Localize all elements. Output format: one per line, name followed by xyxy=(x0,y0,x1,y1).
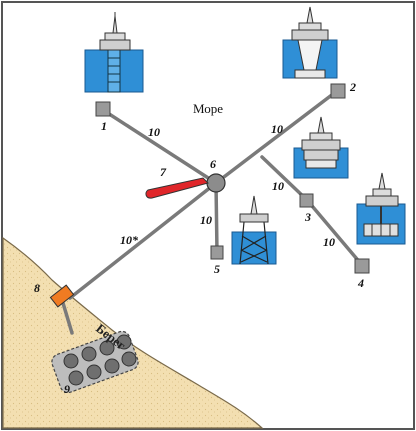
pipeline-label-6-8: 10* xyxy=(120,233,139,247)
gravity-platform-icon xyxy=(282,6,338,79)
pipeline-branch-3 xyxy=(260,155,309,202)
storage-tank xyxy=(68,370,84,386)
storage-tank xyxy=(121,351,137,367)
semi-submersible-platform-icon xyxy=(293,116,349,179)
node-label-3: 3 xyxy=(304,210,311,224)
node-label-9: 9 xyxy=(64,382,70,396)
pipeline-6-2 xyxy=(214,89,339,185)
pipeline-label-1-6: 10 xyxy=(148,125,160,139)
node-4 xyxy=(354,258,370,274)
pipeline-8-9 xyxy=(61,301,74,335)
node-1 xyxy=(95,101,111,117)
pipeline-6-8 xyxy=(68,181,218,300)
pipeline-label-6-2: 10 xyxy=(271,122,283,136)
sea-label: Море xyxy=(193,101,223,116)
jacket-platform-icon xyxy=(84,12,144,93)
pipeline-label-3-4: 10 xyxy=(323,235,335,249)
storage-tank xyxy=(104,358,120,374)
storage-tank xyxy=(116,334,132,350)
pipeline-label-branch-3: 10 xyxy=(272,179,284,193)
tanker-7 xyxy=(145,177,209,199)
node-label-5: 5 xyxy=(214,262,220,276)
pipeline-6-5 xyxy=(214,181,219,255)
node-label-6: 6 xyxy=(210,157,216,171)
tank-farm-9 xyxy=(51,330,139,394)
pipeline-label-6-5: 10 xyxy=(200,213,212,227)
storage-tank xyxy=(63,353,79,369)
node-label-2: 2 xyxy=(349,80,356,94)
node-label-4: 4 xyxy=(357,276,364,290)
storage-tank xyxy=(81,346,97,362)
node-5 xyxy=(210,245,224,260)
jack-up-platform-icon xyxy=(356,172,406,245)
node-label-1: 1 xyxy=(101,119,107,133)
pipeline-1-6 xyxy=(101,108,218,185)
node-2 xyxy=(330,83,346,99)
tension-leg-platform-icon xyxy=(231,195,277,265)
storage-tank xyxy=(99,340,115,356)
node-label-7: 7 xyxy=(160,165,167,179)
hub-node-6 xyxy=(206,173,226,193)
node-label-8: 8 xyxy=(34,281,40,295)
shore-terminal-8 xyxy=(49,284,75,308)
node-3 xyxy=(299,193,314,208)
pipeline-3-4 xyxy=(305,198,364,267)
storage-tank xyxy=(86,364,102,380)
